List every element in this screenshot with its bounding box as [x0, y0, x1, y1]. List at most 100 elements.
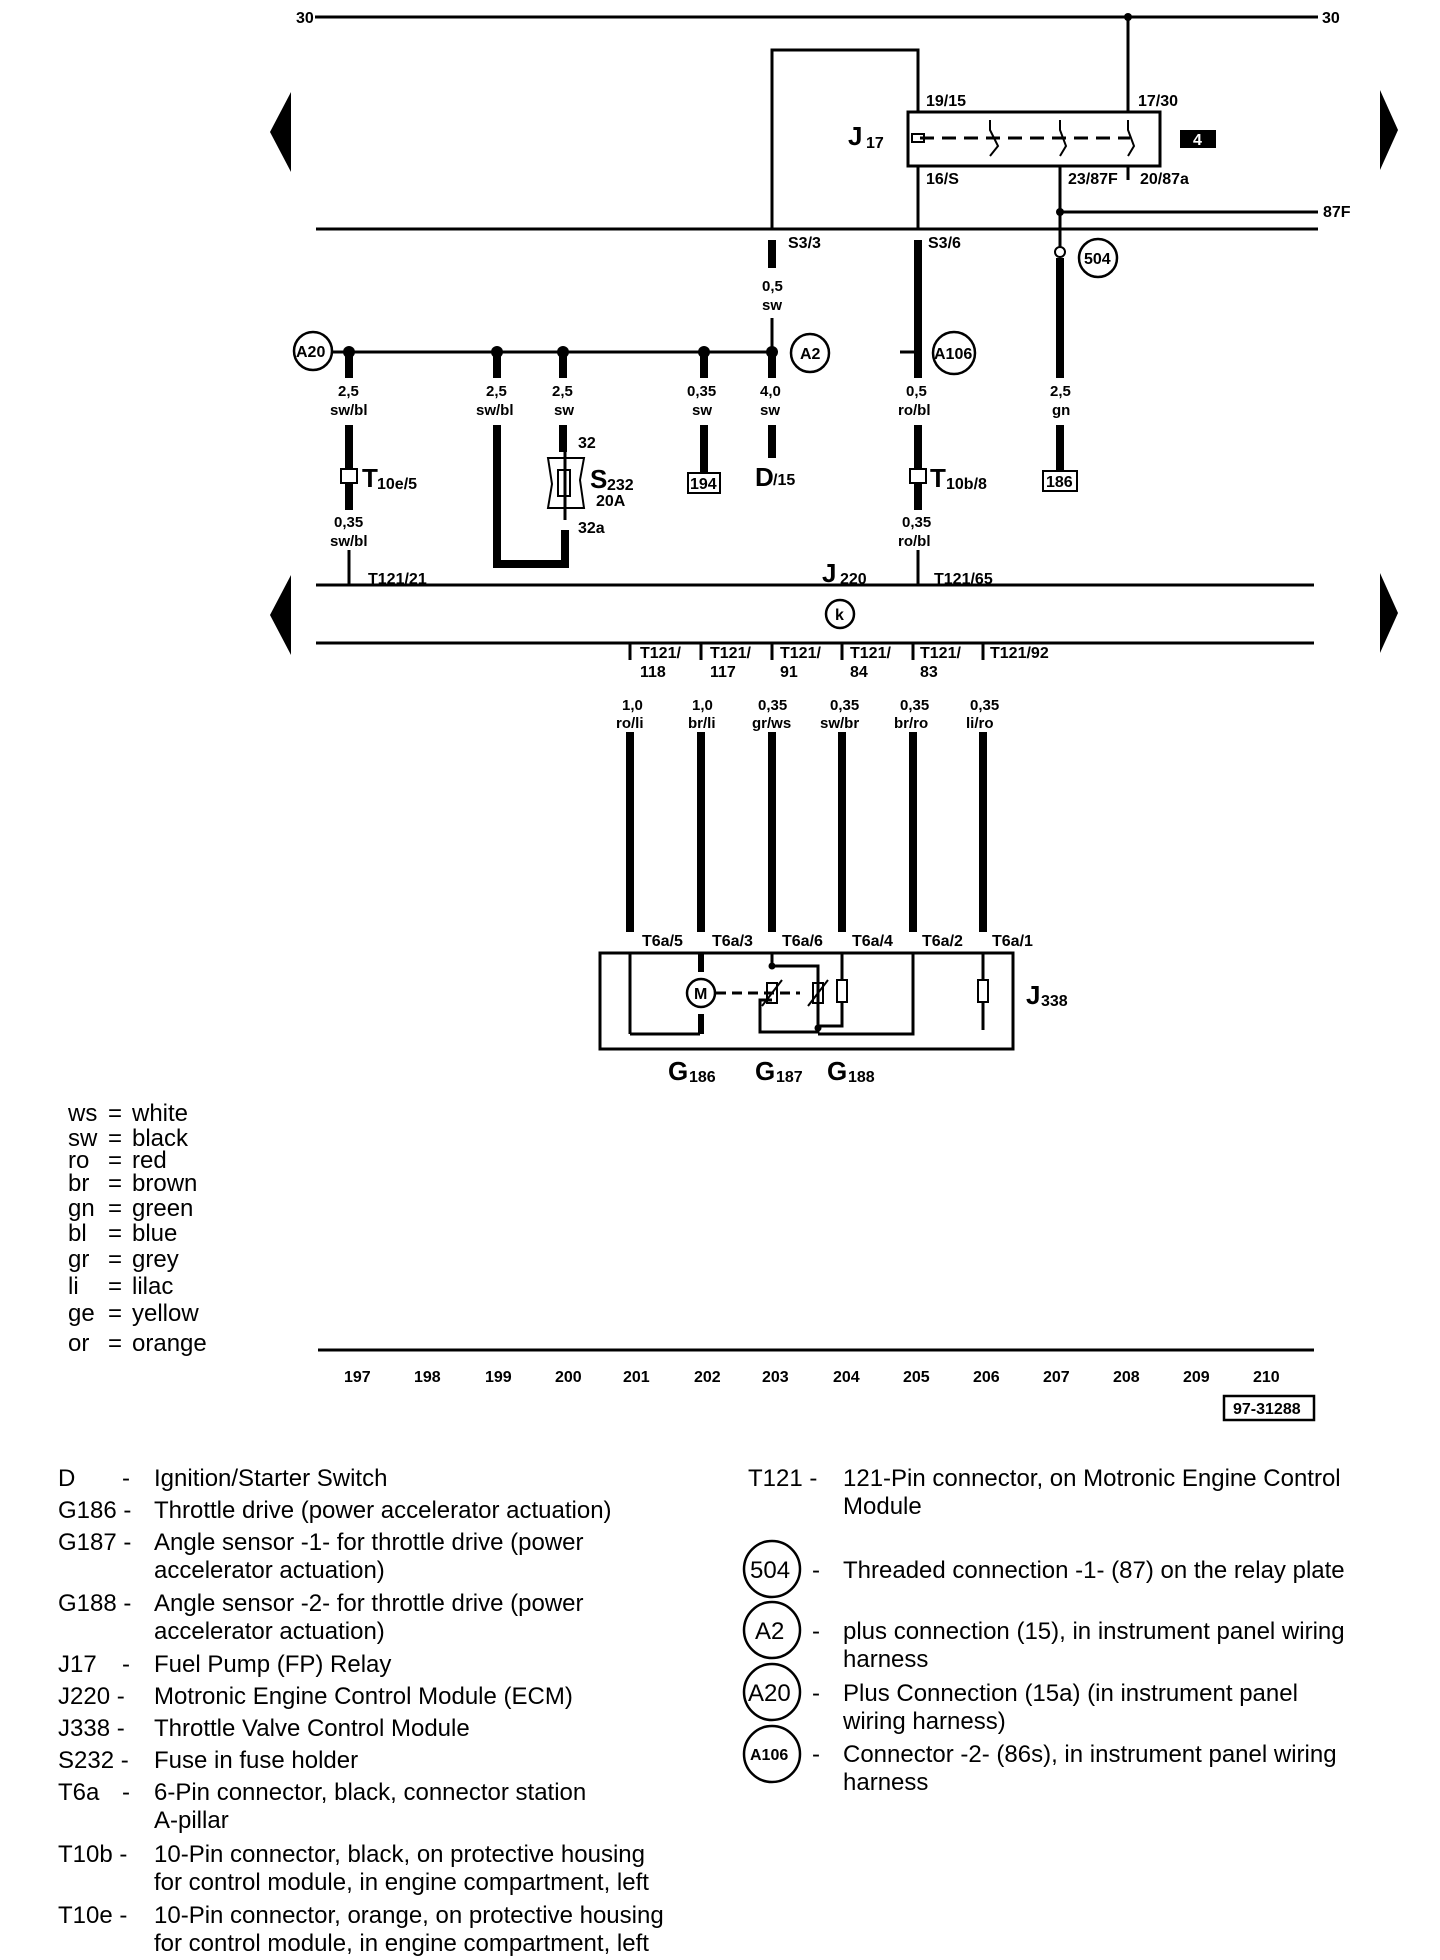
svg-text:grey: grey	[132, 1246, 179, 1273]
relay-wiring	[770, 17, 1130, 258]
wire-849-size: 2,5	[1050, 383, 1071, 400]
ecm-pin-84-b: 84	[850, 664, 868, 681]
svg-text:J: J	[822, 558, 836, 588]
svg-text:10e/5: 10e/5	[377, 476, 417, 493]
motor-symbol: M	[694, 986, 707, 1003]
ecm-pin-t121-65: T121/65	[934, 571, 993, 588]
svg-text:=: =	[108, 1220, 122, 1247]
svg-text:harness: harness	[843, 1769, 928, 1796]
relay-pin-19-15: 19/15	[926, 93, 966, 110]
svg-text:T: T	[930, 463, 946, 493]
wire-453-color: sw	[554, 402, 574, 419]
nav-left-arrow-top[interactable]	[270, 92, 291, 172]
svg-text:206: 206	[973, 1369, 1000, 1386]
svg-text:ws: ws	[67, 1100, 97, 1127]
wire-731-color: br/ro	[894, 715, 928, 732]
svg-text:=: =	[108, 1195, 122, 1222]
bus-87f: 87F	[316, 204, 1351, 231]
fuse-pin-32a: 32a	[578, 520, 605, 537]
wire-617-color: gr/ws	[752, 715, 791, 732]
relay-badge-label: 4	[1193, 132, 1202, 149]
svg-text:plus connection (15), in instr: plus connection (15), in instrument pane…	[843, 1618, 1345, 1645]
svg-text:121-Pin connector, on Motronic: 121-Pin connector, on Motronic Engine Co…	[843, 1465, 1341, 1492]
wire-849-color: gn	[1052, 402, 1070, 419]
connector-a2: A2	[789, 332, 831, 374]
fuse-s232: 32 32a S 232 20A	[546, 435, 634, 537]
svg-text:J220 -: J220 -	[58, 1683, 125, 1710]
svg-text:210: 210	[1253, 1369, 1280, 1386]
svg-text:208: 208	[1113, 1369, 1140, 1386]
svg-text:gr: gr	[68, 1246, 89, 1273]
ecm-j220: T121/21 T121/65 J 220 k	[368, 558, 993, 630]
svg-text:205: 205	[903, 1369, 930, 1386]
svg-text:-: -	[812, 1557, 820, 1584]
svg-text:T6a/4: T6a/4	[852, 933, 893, 950]
svg-text:for control module, in engine: for control module, in engine compartmen…	[154, 1869, 649, 1896]
wire-s33-color: sw	[762, 297, 782, 314]
wire-501-color: ro/li	[616, 715, 644, 732]
ecm-pin-118-a: T121/	[640, 645, 681, 662]
svg-text:T6a/6: T6a/6	[782, 933, 823, 950]
splice-s3-3: S3/3	[788, 235, 821, 252]
svg-text:97-31288: 97-31288	[1233, 1401, 1301, 1418]
svg-text:bl: bl	[68, 1220, 87, 1247]
relay-j17-label: J	[848, 121, 862, 151]
svg-text:Angle sensor -1- for throttle: Angle sensor -1- for throttle drive (pow…	[154, 1529, 584, 1556]
nav-right-arrow-top[interactable]	[1380, 90, 1398, 170]
svg-text:194: 194	[690, 476, 717, 493]
svg-text:sw: sw	[68, 1125, 98, 1152]
fuse-pin-32: 32	[578, 435, 596, 452]
connector-t10b: T 10b/8	[909, 463, 987, 493]
bus-87f-label: 87F	[1323, 204, 1351, 221]
svg-text:10b/8: 10b/8	[946, 476, 987, 493]
svg-text:Motronic Engine Control Module: Motronic Engine Control Module (ECM)	[154, 1683, 573, 1710]
connector-t10e: T 10e/5	[340, 463, 417, 493]
svg-text:187: 187	[776, 1069, 803, 1086]
wire-t10e-color: sw/bl	[330, 533, 368, 550]
svg-text:T6a/3: T6a/3	[712, 933, 753, 950]
wire-t10b-color: ro/bl	[898, 533, 931, 550]
wire-735-size: 0,5	[906, 383, 927, 400]
svg-text:A2: A2	[755, 1618, 784, 1645]
svg-text:-: -	[812, 1741, 820, 1768]
svg-text:=: =	[108, 1100, 122, 1127]
bus-30-left-label: 30	[296, 10, 314, 27]
svg-text:T6a/1: T6a/1	[992, 933, 1033, 950]
nav-right-arrow-mid[interactable]	[1380, 573, 1398, 653]
wire-501-size: 1,0	[622, 697, 643, 714]
relay-j17: J 17 4 19/15 17/30 16/S 23/87F 20/87a	[848, 93, 1216, 188]
svg-text:T10b -: T10b -	[58, 1841, 127, 1868]
wire-787-size: 0,35	[970, 697, 999, 714]
svg-text:=: =	[108, 1273, 122, 1300]
component-legend-left: D - Ignition/Starter Switch G186 - Throt…	[58, 1465, 664, 1957]
svg-text:orange: orange	[132, 1330, 207, 1357]
svg-text:J17: J17	[58, 1651, 97, 1678]
wire-787-color: li/ro	[966, 715, 994, 732]
svg-text:red: red	[132, 1147, 167, 1174]
wire-731-size: 0,35	[900, 697, 929, 714]
wire-399-size: 2,5	[486, 383, 507, 400]
lower-wires	[345, 425, 1064, 585]
svg-text:186: 186	[1046, 474, 1073, 491]
wire-619-size: 4,0	[760, 383, 781, 400]
wire-t10e-size: 0,35	[334, 514, 363, 531]
svg-text:232: 232	[607, 477, 634, 494]
svg-text:504: 504	[1084, 251, 1111, 268]
wire-399-color: sw/bl	[476, 402, 514, 419]
wire-675-size: 0,35	[830, 697, 859, 714]
svg-text:T6a: T6a	[58, 1779, 100, 1806]
t6a-connector: T6a/5 T6a/3 T6a/6 T6a/4 T6a/2 T6a/1	[642, 933, 1033, 950]
relay-pin-16-s: 16/S	[926, 171, 959, 188]
connector-a106: A106	[931, 330, 977, 376]
nav-left-arrow-mid[interactable]	[270, 575, 291, 655]
wire-t10b-size: 0,35	[902, 514, 931, 531]
svg-text:Ignition/Starter Switch: Ignition/Starter Switch	[154, 1465, 387, 1492]
wire-619-color: sw	[760, 402, 780, 419]
throttle-module-j338: M J 338	[598, 951, 1068, 1051]
svg-text:T121 -: T121 -	[748, 1465, 817, 1492]
svg-text:10-Pin connector, black, on pr: 10-Pin connector, black, on protective h…	[154, 1841, 645, 1868]
svg-text:gn: gn	[68, 1195, 95, 1222]
svg-text:A-pillar: A-pillar	[154, 1807, 229, 1834]
svg-text:G: G	[668, 1056, 688, 1086]
